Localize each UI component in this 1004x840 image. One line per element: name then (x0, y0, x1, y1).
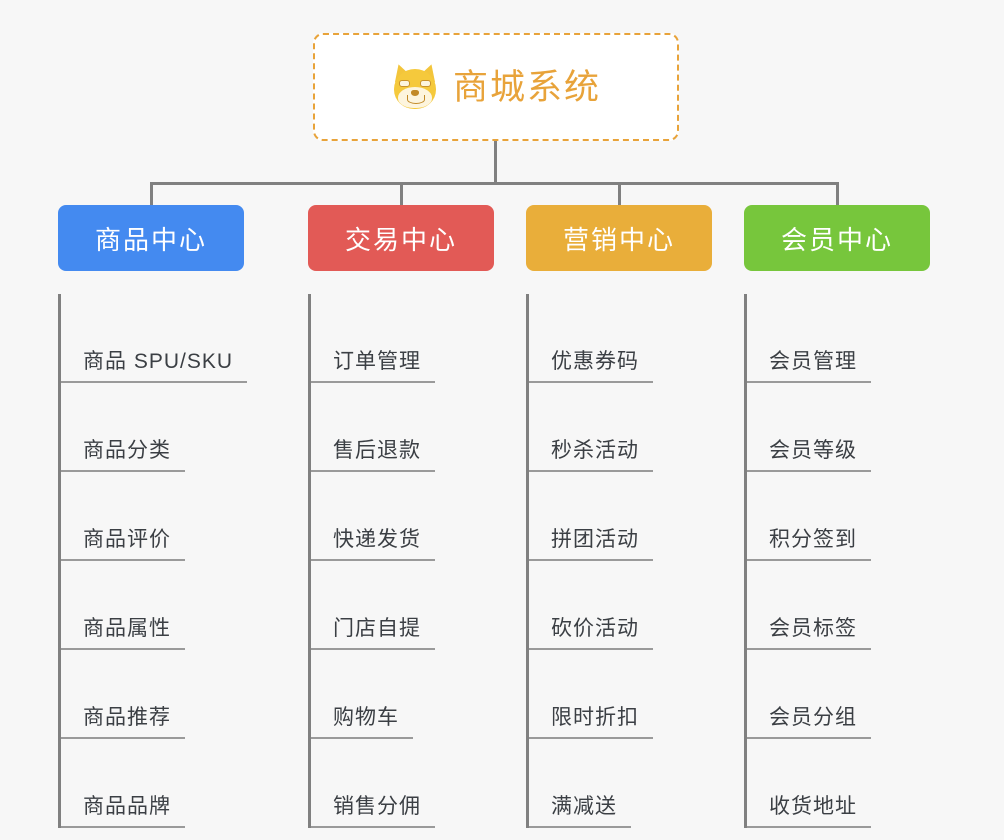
leaf-label: 砍价活动 (529, 612, 653, 650)
category-title: 会员中心 (780, 224, 893, 255)
list-item[interactable]: 商品品牌 (61, 739, 244, 828)
leaf-label: 商品推荐 (61, 701, 185, 739)
column-marketing-center: 营销中心 优惠券码 秒杀活动 拼团活动 砍价活动 限时折扣 满减送 (526, 205, 712, 828)
list-item[interactable]: 积分签到 (747, 472, 930, 561)
leaf-list-trade-center: 订单管理 售后退款 快递发货 门店自提 购物车 销售分佣 (308, 294, 494, 828)
list-item[interactable]: 会员标签 (747, 561, 930, 650)
connector-root-stem (494, 141, 497, 184)
category-header-member-center[interactable]: 会员中心 (744, 205, 930, 271)
leaf-label: 门店自提 (311, 612, 435, 650)
category-header-marketing-center[interactable]: 营销中心 (526, 205, 712, 271)
leaf-list-member-center: 会员管理 会员等级 积分签到 会员标签 会员分组 收货地址 (744, 294, 930, 828)
list-item[interactable]: 销售分佣 (311, 739, 494, 828)
connector-drop-2 (400, 182, 403, 207)
list-item[interactable]: 限时折扣 (529, 650, 712, 739)
list-item[interactable]: 门店自提 (311, 561, 494, 650)
category-header-trade-center[interactable]: 交易中心 (308, 205, 494, 271)
list-item[interactable]: 快递发货 (311, 472, 494, 561)
connector-drop-1 (150, 182, 153, 207)
leaf-label: 会员管理 (747, 345, 871, 383)
category-header-product-center[interactable]: 商品中心 (58, 205, 244, 271)
column-trade-center: 交易中心 订单管理 售后退款 快递发货 门店自提 购物车 销售分佣 (308, 205, 494, 828)
dog-face-icon (389, 61, 441, 111)
category-title: 营销中心 (562, 224, 675, 255)
list-item[interactable]: 会员分组 (747, 650, 930, 739)
list-item[interactable]: 购物车 (311, 650, 494, 739)
leaf-label: 拼团活动 (529, 523, 653, 561)
connector-drop-3 (618, 182, 621, 207)
leaf-label: 购物车 (311, 701, 413, 739)
leaf-list-product-center: 商品 SPU/SKU 商品分类 商品评价 商品属性 商品推荐 商品品牌 (58, 294, 248, 828)
leaf-label: 优惠券码 (529, 345, 653, 383)
list-item[interactable]: 会员等级 (747, 383, 930, 472)
category-title: 交易中心 (344, 224, 457, 255)
leaf-label: 商品属性 (61, 612, 185, 650)
category-title: 商品中心 (94, 224, 207, 255)
leaf-label: 限时折扣 (529, 701, 653, 739)
leaf-label: 会员标签 (747, 612, 871, 650)
leaf-label: 满减送 (529, 790, 631, 828)
list-item[interactable]: 优惠券码 (529, 294, 712, 383)
leaf-label: 订单管理 (311, 345, 435, 383)
leaf-label: 会员等级 (747, 434, 871, 472)
leaf-label: 销售分佣 (311, 790, 435, 828)
leaf-label: 积分签到 (747, 523, 871, 561)
list-item[interactable]: 会员管理 (747, 294, 930, 383)
list-item[interactable]: 订单管理 (311, 294, 494, 383)
connector-bus (150, 182, 839, 185)
list-item[interactable]: 拼团活动 (529, 472, 712, 561)
leaf-label: 商品品牌 (61, 790, 185, 828)
list-item[interactable]: 满减送 (529, 739, 712, 828)
list-item[interactable]: 商品 SPU/SKU (61, 294, 248, 383)
list-item[interactable]: 商品属性 (61, 561, 244, 650)
leaf-label: 收货地址 (747, 790, 871, 828)
list-item[interactable]: 商品评价 (61, 472, 244, 561)
leaf-label: 商品评价 (61, 523, 185, 561)
leaf-list-marketing-center: 优惠券码 秒杀活动 拼团活动 砍价活动 限时折扣 满减送 (526, 294, 712, 828)
leaf-label: 秒杀活动 (529, 434, 653, 472)
root-node[interactable]: 商城系统 (313, 33, 679, 141)
list-item[interactable]: 秒杀活动 (529, 383, 712, 472)
root-title: 商城系统 (452, 67, 601, 107)
leaf-label: 商品分类 (61, 434, 185, 472)
leaf-label: 会员分组 (747, 701, 871, 739)
list-item[interactable]: 售后退款 (311, 383, 494, 472)
leaf-label: 商品 SPU/SKU (61, 345, 248, 383)
connector-drop-4 (836, 182, 839, 207)
list-item[interactable]: 商品推荐 (61, 650, 244, 739)
list-item[interactable]: 收货地址 (747, 739, 930, 828)
list-item[interactable]: 砍价活动 (529, 561, 712, 650)
leaf-label: 快递发货 (311, 523, 435, 561)
column-product-center: 商品中心 商品 SPU/SKU 商品分类 商品评价 商品属性 商品推荐 商品品牌 (58, 205, 248, 828)
list-item[interactable]: 商品分类 (61, 383, 244, 472)
leaf-label: 售后退款 (311, 434, 435, 472)
column-member-center: 会员中心 会员管理 会员等级 积分签到 会员标签 会员分组 收货地址 (744, 205, 930, 828)
